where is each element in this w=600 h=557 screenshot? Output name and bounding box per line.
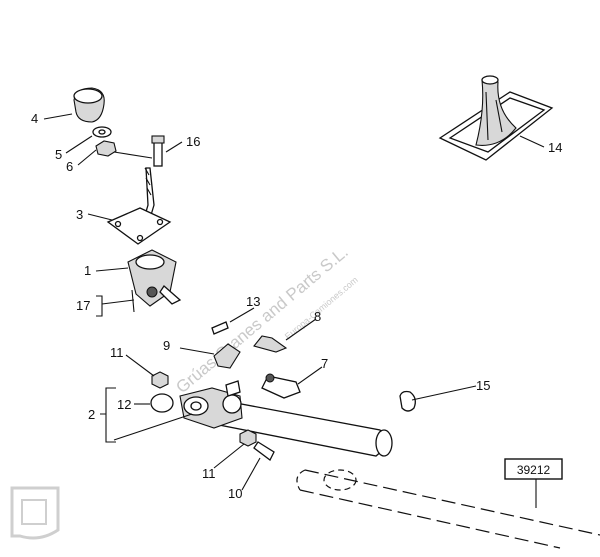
part-7-pivot-pin <box>261 373 301 399</box>
part-9-clip <box>213 343 241 369</box>
watermark-logo <box>10 486 60 540</box>
part-4-gear-knob <box>73 87 105 123</box>
reference-number: 39212 <box>517 463 551 477</box>
part-16-screw <box>151 135 165 167</box>
callout-7: 7 <box>321 356 328 371</box>
callout-2: 2 <box>88 407 95 422</box>
part-1-selector-housing <box>127 249 182 307</box>
leader-lines <box>43 113 545 491</box>
part-5-washer-hole <box>98 129 106 135</box>
linkage-rod-dashed <box>296 469 600 549</box>
reference-box-39212: 39212 <box>504 458 563 480</box>
callout-8: 8 <box>314 309 321 324</box>
callout-12: 12 <box>117 397 131 412</box>
callout-17: 17 <box>76 298 90 313</box>
callout-16: 16 <box>186 134 200 149</box>
part-11-nut-lower <box>239 429 257 447</box>
part-8-bracket <box>253 335 288 353</box>
callout-4: 4 <box>31 111 38 126</box>
callout-labels: 4 5 6 16 3 1 17 13 8 9 11 7 12 2 11 10 1… <box>31 111 562 501</box>
part-2-selector-shaft <box>179 380 393 457</box>
part-14-gear-boot <box>438 75 554 161</box>
part-12-plug <box>150 393 174 413</box>
callout-1: 1 <box>84 263 91 278</box>
callout-11-lower: 11 <box>202 466 216 481</box>
callout-6: 6 <box>66 159 73 174</box>
callout-11-upper: 11 <box>110 345 124 360</box>
callout-10: 10 <box>228 486 242 501</box>
callout-5: 5 <box>55 147 62 162</box>
part-10-bolt <box>253 441 275 461</box>
callout-13: 13 <box>246 294 260 309</box>
part-3-base-plate <box>106 207 172 245</box>
watermark: Grúas Cranes and Parts S.L. Europa-Camio… <box>172 242 359 397</box>
callout-15: 15 <box>476 378 490 393</box>
callout-9: 9 <box>163 338 170 353</box>
part-6-nut <box>95 140 117 157</box>
part-13-pin <box>211 321 229 335</box>
watermark-text: Grúas Cranes and Parts S.L. <box>172 242 351 397</box>
callout-14: 14 <box>548 140 562 155</box>
callout-3: 3 <box>76 207 83 222</box>
part-11-nut-upper <box>151 371 169 389</box>
part-15-grommet <box>399 390 416 412</box>
